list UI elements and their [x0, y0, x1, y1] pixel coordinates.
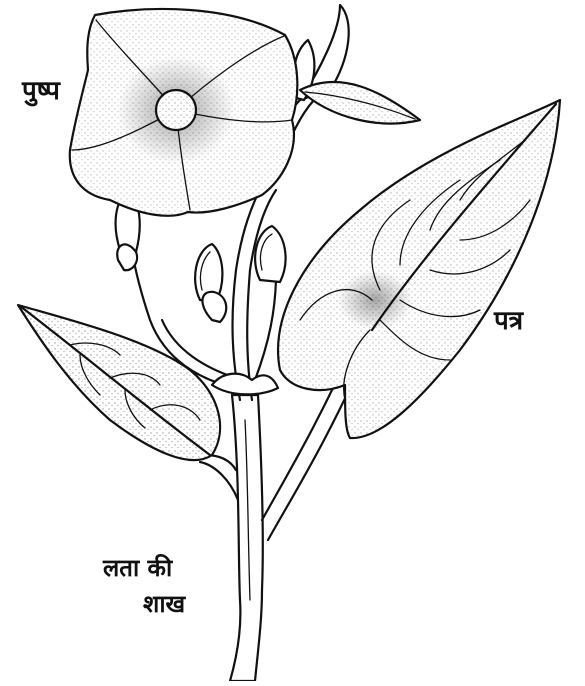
top-bud-leaf — [294, 5, 420, 123]
label-stem-line1: लता की — [103, 556, 172, 580]
flower — [70, 9, 298, 216]
large-leaf — [278, 100, 560, 438]
left-petiole — [200, 455, 238, 500]
main-stem — [230, 395, 263, 681]
label-leaf: पत्र — [494, 308, 523, 334]
small-leaf-left — [18, 305, 220, 460]
stem-node — [212, 374, 278, 395]
label-stem-line2: शाख — [143, 592, 185, 616]
label-flower: पुष्प — [22, 78, 60, 104]
